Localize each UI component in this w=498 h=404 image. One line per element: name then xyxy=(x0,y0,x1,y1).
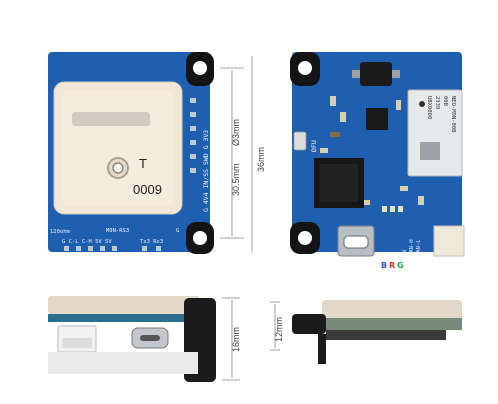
module-text-3: 2339 xyxy=(434,96,440,109)
top-view-board: T 0009 G 4V4 IN/SS SWD G 3V3 120ohm M9N-… xyxy=(48,52,214,254)
mount-hole-left-bottom xyxy=(290,222,320,254)
right-pin-header xyxy=(190,98,196,173)
dim-height-small-label: 12mm xyxy=(274,317,284,342)
module-text-4: UBX0000 xyxy=(426,96,432,119)
led-label-b: B xyxy=(381,261,387,270)
silk-rx-tx: Tx3 Rx3 xyxy=(140,239,163,245)
silk-model: M9N-RS3 xyxy=(106,228,129,234)
dfu-button xyxy=(293,131,307,151)
mount-hole-top-right xyxy=(186,52,214,86)
mcu-chip xyxy=(314,158,364,208)
gnss-module: NEO-M9N-00B 00B 2339 UBX0000 xyxy=(407,89,463,177)
mount-hole-bottom-right xyxy=(186,222,214,254)
can-label-canl: CAN-L xyxy=(416,239,422,256)
inductor xyxy=(360,62,392,86)
silk-right-pins: G 4V4 IN/SS SWD G 3V3 xyxy=(202,130,210,212)
module-text-2: 00B xyxy=(442,96,448,107)
dim-width: 30.5mm Ø3mm xyxy=(220,67,244,239)
bottom-pin-pads xyxy=(64,246,161,251)
status-leds xyxy=(382,206,403,212)
antenna-label-t: T xyxy=(139,156,147,171)
dim-hole-label: Ø3mm xyxy=(231,119,241,146)
can-connector xyxy=(400,225,465,257)
blurred-logo xyxy=(72,112,150,126)
led-label-r: R xyxy=(389,261,395,270)
can-label-canh: CAN-H xyxy=(409,239,415,256)
side-view-left xyxy=(48,296,216,382)
small-ic xyxy=(366,108,388,130)
can-label-g: G xyxy=(423,253,429,256)
side-antenna xyxy=(48,296,200,314)
gps-antenna: T 0009 xyxy=(53,81,183,215)
dim-length: 36mm xyxy=(251,56,266,252)
antenna-label-num: 0009 xyxy=(133,182,162,197)
dim-length-label: 36mm xyxy=(256,147,266,172)
silk-bottom-pins: G C-L C-H 5V 5V xyxy=(62,239,112,245)
silk-120ohm: 120ohm xyxy=(50,229,71,235)
dim-height-label: 16mm xyxy=(231,327,241,352)
side-view-right: 12mm xyxy=(270,300,462,364)
mount-hole-left-top xyxy=(290,52,320,86)
can-label-5v: 5V xyxy=(402,249,408,256)
dim-height: 16mm xyxy=(222,297,241,381)
passive-components xyxy=(320,96,424,205)
module-text-1: NEO-M9N-00B xyxy=(450,96,456,133)
usb-c-port xyxy=(337,225,375,257)
led-label-g: G xyxy=(397,261,404,270)
dim-width-label: 30.5mm xyxy=(231,163,241,196)
bottom-view-board: DFU NEO-M9N-00B 00B 2339 UBX0000 5V CAN-… xyxy=(290,52,465,270)
silk-g: G xyxy=(176,228,179,234)
side-mount-right xyxy=(292,314,326,334)
dfu-label: DFU xyxy=(310,140,318,152)
